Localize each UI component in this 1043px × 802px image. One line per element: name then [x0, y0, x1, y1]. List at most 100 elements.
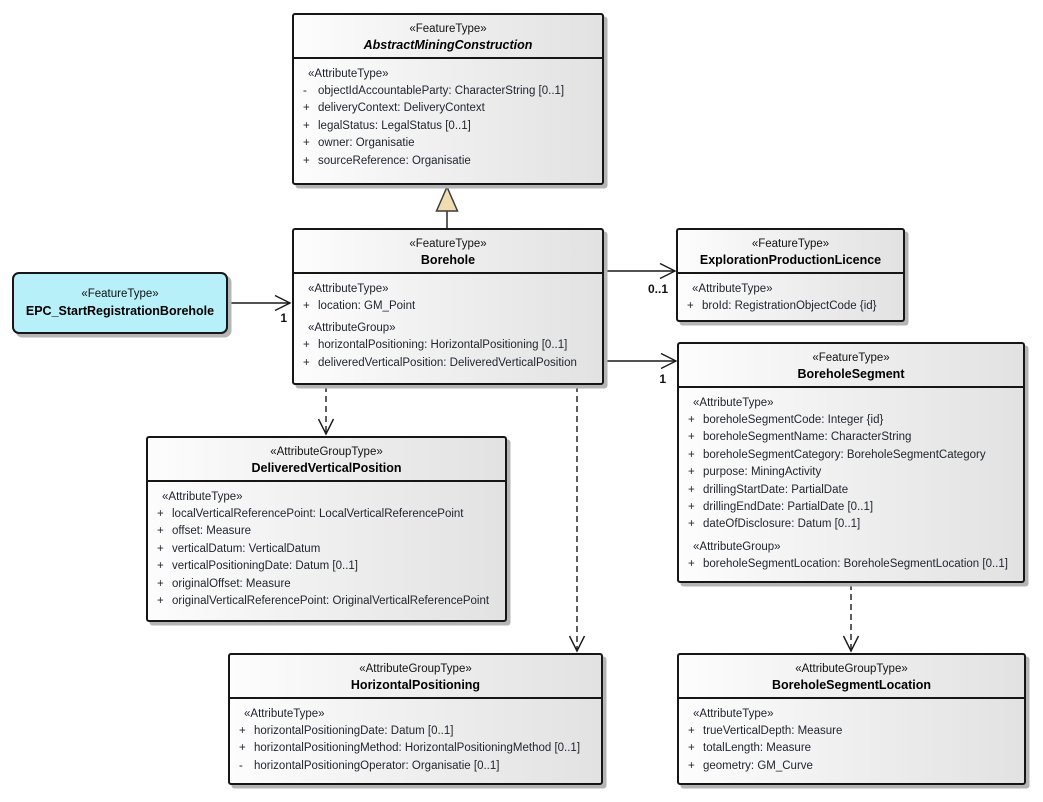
- attribute-text: horizontalPositioningMethod: HorizontalP…: [254, 742, 581, 755]
- attribute-row: +offset: Measure: [155, 523, 500, 540]
- class-header: «AttributeGroupType» HorizontalPositioni…: [230, 655, 601, 699]
- open-arrowhead-icon: [842, 635, 860, 653]
- attribute-row: + boreholeSegmentCode: Integer {id}: [686, 412, 1018, 429]
- visibility-sign: +: [157, 560, 164, 573]
- class-name: BoreholeSegment: [797, 367, 905, 381]
- attribute-row: +purpose: MiningActivity: [686, 464, 1018, 481]
- class-header: «AttributeGroupType» BoreholeSegmentLoca…: [679, 655, 1024, 699]
- attribute-text: offset: Measure: [172, 525, 252, 538]
- class-deliveredverticalposition[interactable]: «AttributeGroupType» DeliveredVerticalPo…: [146, 436, 507, 622]
- class-abstractminingconstruction[interactable]: «FeatureType» AbstractMiningConstruction…: [292, 13, 604, 185]
- attribute-row: + verticalPositioningDate: Datum [0..1]: [155, 558, 500, 575]
- visibility-sign: +: [688, 414, 695, 426]
- visibility-sign: +: [688, 725, 695, 737]
- attribute-text: drillingEndDate: PartialDate [0..1]: [703, 501, 874, 514]
- class-name: AbstractMiningConstruction: [363, 38, 533, 52]
- class-header: «AttributeGroupType» DeliveredVerticalPo…: [148, 438, 505, 482]
- attribute-text: trueVerticalDepth: Measure: [703, 725, 843, 737]
- attribute-text: boreholeSegmentCategory: BoreholeSegment…: [703, 448, 986, 461]
- open-arrowhead-icon: [274, 294, 292, 312]
- class-stereotype: «FeatureType»: [409, 23, 487, 35]
- attribute-text: boreholeSegmentName: CharacterString: [703, 431, 912, 444]
- attribute-text: horizontalPositioningDate: Datum [0..1]: [254, 725, 454, 737]
- attribute-text: drillingStartDate: PartialDate: [703, 483, 849, 496]
- attribute-row: + boreholeSegmentCategory: BoreholeSegmen…: [686, 447, 1018, 464]
- dependency-borehole-to-horizontalpositioning: [568, 386, 586, 653]
- attribute-text: objectIdAccountableParty: CharacterStrin…: [318, 85, 565, 97]
- class-explorationproductionlicence[interactable]: «FeatureType» ExplorationProductionLicen…: [676, 228, 905, 322]
- visibility-sign: +: [688, 501, 695, 514]
- attribute-text: verticalPositioningDate: Datum [0..1]: [172, 560, 359, 573]
- visibility-sign: +: [687, 300, 694, 312]
- attribute-text: localVerticalReferencePoint: LocalVertic…: [172, 508, 464, 520]
- association-borehole-to-segment: 1: [605, 352, 678, 386]
- dependency-borehole-to-deliveredverticalposition: [317, 386, 335, 436]
- attributes-compartment: «AttributeType» +location: GM_Point «Attri…: [294, 274, 602, 376]
- attribute-text: boreholeSegmentCode: Integer {id}: [703, 414, 884, 426]
- visibility-sign: -: [239, 759, 243, 772]
- attribute-row: +verticalDatum: VerticalDatum: [155, 541, 500, 558]
- attribute-row: +horizontalPositioning: HorizontalPositi…: [301, 337, 597, 354]
- multiplicity-label: 0..1: [648, 282, 668, 296]
- class-header: «FeatureType» Borehole: [294, 230, 602, 274]
- visibility-sign: +: [303, 119, 310, 132]
- attribute-text: originalOffset: Measure: [172, 577, 291, 590]
- class-stereotype: «FeatureType»: [751, 238, 830, 250]
- association-epc-to-borehole: 1: [229, 294, 292, 325]
- attribute-row: +legalStatus: LegalStatus [0..1]: [301, 118, 597, 135]
- attribute-row: +location: GM_Point: [301, 298, 597, 315]
- section-stereotype-label: «AttributeGroup»: [693, 540, 781, 553]
- section-stereotype-label: «AttributeGroup»: [308, 322, 396, 335]
- class-epc-startregistrationborehole[interactable]: «FeatureType» EPC_StartRegistrationBoreh…: [12, 272, 228, 334]
- class-name: EPC_StartRegistrationBorehole: [25, 304, 215, 318]
- attribute-text: boreholeSegmentLocation: BoreholeSegment…: [703, 557, 1008, 570]
- class-boreholesegmentlocation[interactable]: «AttributeGroupType» BoreholeSegmentLoca…: [677, 653, 1026, 785]
- class-header: «FeatureType» ExplorationProductionLicen…: [678, 230, 903, 274]
- visibility-sign: +: [303, 300, 310, 312]
- generalization-triangle-icon: [435, 185, 459, 212]
- attribute-row: +originalVerticalReferencePoint: Origina…: [155, 593, 500, 610]
- attribute-row: +originalOffset: Measure: [155, 576, 500, 593]
- visibility-sign: +: [688, 759, 695, 772]
- visibility-sign: +: [688, 431, 695, 444]
- open-arrowhead-icon: [660, 352, 678, 370]
- visibility-sign: +: [303, 102, 310, 115]
- attribute-text: totalLength: Measure: [703, 742, 812, 755]
- visibility-sign: +: [303, 154, 310, 167]
- attribute-row: + boreholeSegmentName: CharacterString: [686, 429, 1018, 446]
- attribute-text: horizontalPositioning: HorizontalPositio…: [318, 339, 568, 352]
- class-boreholesegment[interactable]: «FeatureType» BoreholeSegment «Attribute…: [677, 342, 1025, 583]
- association-borehole-to-licence: 0..1: [605, 262, 677, 296]
- attribute-row: + drillingEndDate: PartialDate [0..1]: [686, 499, 1018, 516]
- multiplicity-label: 1: [659, 372, 666, 386]
- class-header: «FeatureType» BoreholeSegment: [679, 344, 1023, 388]
- attribute-row: +deliveredVerticalPosition: DeliveredVer…: [301, 355, 597, 372]
- class-name: DeliveredVerticalPosition: [251, 461, 402, 475]
- visibility-sign: +: [157, 508, 164, 520]
- attribute-text: owner: Organisatie: [318, 137, 415, 150]
- attribute-text: geometry: GM_Curve: [703, 759, 813, 772]
- attribute-text: purpose: MiningActivity: [703, 466, 822, 479]
- attribute-row: +broId: RegistrationObjectCode {id}: [685, 298, 898, 315]
- attributes-compartment: «AttributeType»+localVerticalReferencePo…: [148, 482, 505, 614]
- visibility-sign: +: [157, 542, 164, 555]
- class-header: «FeatureType» AbstractMiningConstruction: [294, 15, 602, 59]
- attribute-text: deliveredVerticalPosition: DeliveredVert…: [318, 356, 577, 369]
- visibility-sign: +: [688, 483, 695, 496]
- section-stereotype-label: «AttributeType»: [244, 708, 325, 720]
- class-borehole[interactable]: «FeatureType» Borehole «AttributeType» +l…: [292, 228, 604, 385]
- section-stereotype-label: «AttributeType»: [693, 708, 774, 720]
- section-stereotype-label: «AttributeType»: [308, 283, 389, 295]
- attribute-row: + localVerticalReferencePoint: LocalVerti…: [155, 506, 500, 523]
- attribute-row: +horizontalPositioningMethod: Horizontal…: [237, 740, 596, 757]
- attribute-row: + geometry: GM_Curve: [686, 758, 1019, 775]
- attribute-row: +dateOfDisclosure: Datum [0..1]: [686, 516, 1018, 533]
- attribute-row: -horizontalPositioningOperator: Organisa…: [237, 758, 596, 775]
- open-arrowhead-icon: [317, 418, 335, 436]
- attribute-row: -objectIdAccountableParty: CharacterStri…: [301, 83, 597, 100]
- visibility-sign: +: [688, 448, 695, 461]
- class-name: BoreholeSegmentLocation: [771, 678, 932, 692]
- dependency-segment-to-segmentlocation: [842, 584, 860, 653]
- attribute-text: sourceReference: Organisatie: [318, 154, 471, 167]
- class-horizontalpositioning[interactable]: «AttributeGroupType» HorizontalPositioni…: [228, 653, 603, 785]
